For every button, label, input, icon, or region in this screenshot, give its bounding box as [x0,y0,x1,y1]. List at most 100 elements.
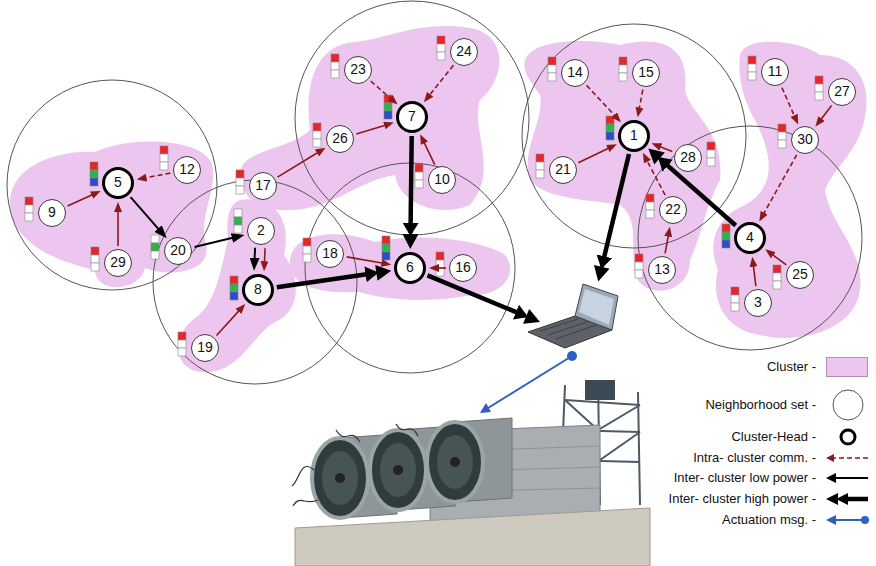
legend-label: Intra- cluster comm. - [691,450,818,466]
node-number: 30 [797,132,813,147]
intra-cluster-arrow [665,235,668,254]
intra-cluster-arrow [647,160,666,195]
node-number: 11 [768,64,783,79]
sensor-node: 26 [326,125,354,153]
intra-cluster-arrow [429,65,454,96]
intra-cluster-arrow [587,85,616,116]
node-number: 13 [654,262,670,277]
cluster-region [713,42,866,338]
sensor-node: 2 [247,217,275,245]
high-power-arrow [660,159,735,225]
cluster-regions [10,26,867,372]
neighborhood-circles [7,1,862,384]
node-number: 9 [48,205,56,220]
node-number: 14 [567,65,583,80]
node-number: 5 [114,175,122,190]
node-number: 25 [792,267,808,282]
legend-label: Inter- cluster low power - [672,470,818,486]
neighborhood-circle [638,126,862,350]
sensor-node: 15 [632,59,660,87]
intra-cluster-arrow [356,125,386,134]
legend-actuation-sample [826,515,869,525]
sensor-node: 21 [549,156,577,184]
sensor-node: 23 [344,56,372,84]
sensor-node: 3 [744,289,772,317]
neighborhood-circle [522,24,746,248]
high-power-arrow [277,273,376,287]
node-number: 22 [665,202,681,217]
intra-cluster-arrow [763,155,797,215]
node-number: 19 [197,340,213,355]
sensor-node: 18 [316,240,344,268]
sensor-node: 27 [828,78,856,106]
node-number: 8 [254,282,262,297]
intra-cluster-arrow [639,90,643,110]
node-number: 2 [257,223,265,238]
sensor-node: 24 [450,38,478,66]
sensor-node: 10 [428,166,456,194]
sensor-node: 17 [249,172,277,200]
legend-intra-sample [826,454,868,462]
intra-cluster-arrow [578,148,609,163]
laptop [528,284,618,348]
duct-housing [430,425,600,522]
node-number: 17 [255,178,271,193]
fan-installation [292,380,650,566]
legend-low-power-sample [826,473,868,483]
cables [292,424,418,506]
legend-label: Neighborhood set - [703,397,818,413]
uplink-arrow [602,154,629,266]
legend-samples [826,390,869,525]
legend-neighborhood-sample [833,390,863,420]
intra-cluster-arrow [278,152,319,177]
node-number: 23 [350,62,366,77]
uplink-arrow [428,275,526,316]
intra-cluster-arrow [424,141,435,164]
sensor-node: 13 [648,256,676,284]
intra-cluster-arrow [264,248,266,263]
node-number: 16 [455,260,471,275]
intra-cluster-arrow [659,146,672,151]
node-number: 29 [110,255,126,270]
legend-label: Actuation msg. - [720,512,818,528]
low-power-arrow [131,197,161,231]
legend-label: Cluster - [765,359,818,375]
node-number: 20 [170,243,186,258]
sensor-node: 22 [659,196,687,224]
node-number: 1 [630,128,638,143]
cluster-head-node: 1 [618,120,650,152]
intra-cluster-arrow [772,254,787,265]
sensor-node: 14 [561,59,589,87]
cluster-head-node: 4 [734,222,766,254]
intra-cluster-arrow [217,310,240,336]
cluster-region [290,234,510,300]
sensor-node: 16 [449,254,477,282]
cluster-region [524,41,720,291]
node-number: 7 [408,109,416,124]
intra-cluster-arrow [371,81,392,99]
legend-label: Cluster-Head - [729,429,818,445]
low-power-arrow [254,248,257,261]
intra-cluster-arrow [117,210,119,246]
sensor-node: 19 [191,334,219,362]
legend-cluster-head-sample [841,430,855,444]
legend-label: Inter- cluster high power - [667,491,818,507]
node-number: 24 [456,44,472,59]
sensor-node: 20 [164,237,192,265]
node-number: 27 [834,84,850,99]
cluster-head-node: 5 [102,167,134,199]
legend-high-power-sample [826,493,868,505]
low-power-arrow [195,237,235,247]
sensor-node: 29 [104,249,132,277]
status-indicators [25,36,823,356]
sensor-node: 12 [173,156,201,184]
cluster-head-node: 6 [394,252,426,284]
sensor-node: 30 [791,126,819,154]
node-number: 18 [322,246,338,261]
actuation-arrow [480,351,577,413]
node-number: 21 [555,162,571,177]
fan-faces [312,422,483,518]
intra-cluster-arrow [347,257,384,263]
high-power-arrow [411,136,412,233]
node-number: 3 [754,295,762,310]
